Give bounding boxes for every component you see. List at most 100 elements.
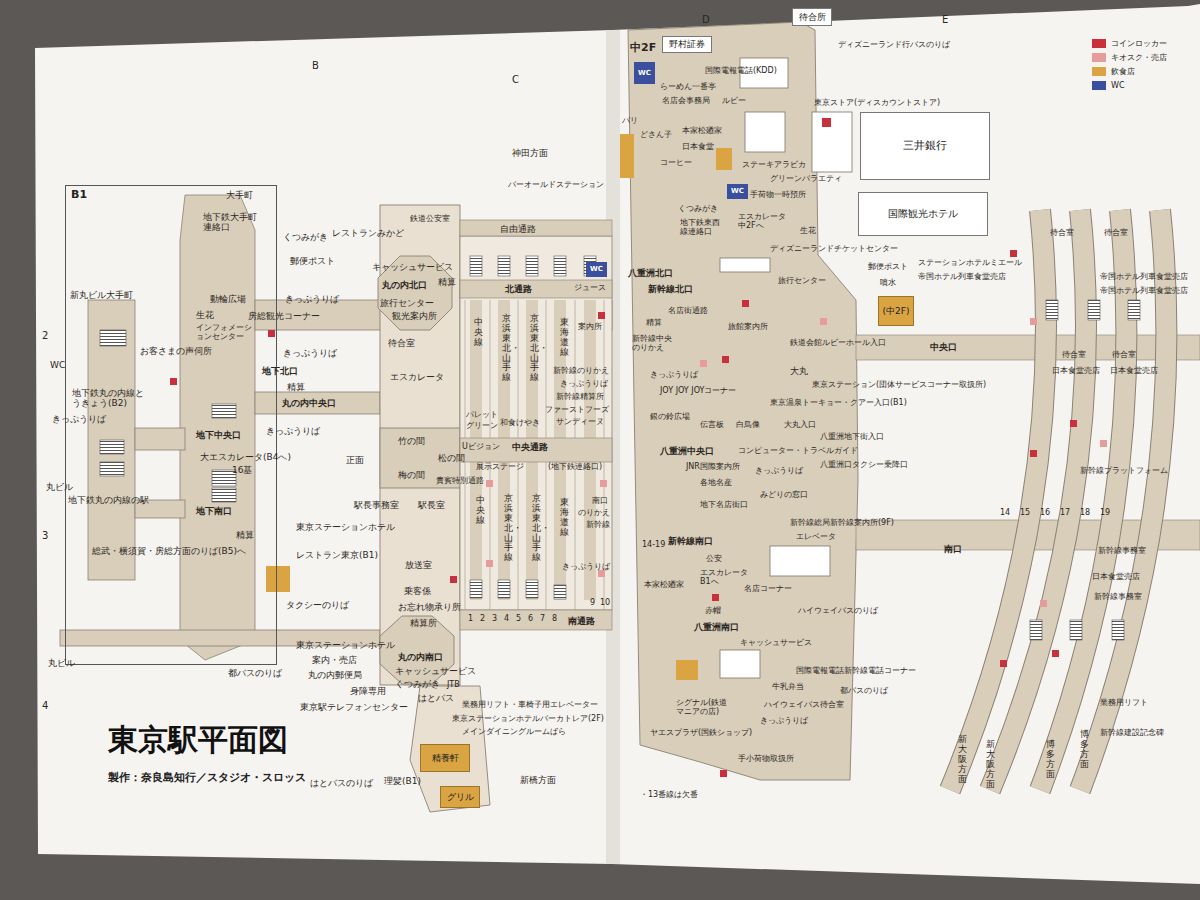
platform-area: [460, 610, 612, 630]
legend-swatch: [1092, 39, 1106, 48]
place-label: エスカレータ中2Fへ: [738, 212, 788, 230]
platform-area: [460, 236, 612, 610]
box-text: 精養軒: [432, 753, 459, 763]
place-label: 旅行センター: [380, 298, 434, 308]
legend-box: コインロッカーキオスク・売店飲食店WC: [1092, 36, 1167, 92]
place-label: 精算所: [410, 618, 437, 628]
wc-box: WC: [727, 184, 748, 199]
place-label: 業務用リフト・車椅子用エレベーター: [462, 700, 598, 709]
place-label: インフォメーションセンター: [196, 323, 252, 341]
place-label: 八重洲南口: [694, 622, 739, 632]
platform-area: [460, 438, 612, 462]
place-label: ハイウェイバス待合室: [764, 700, 844, 709]
place-label: 地下北口: [262, 366, 298, 376]
place-label: きっぷうりば: [562, 562, 610, 571]
booklet-page: [35, 4, 1200, 884]
place-label: 伝言板: [700, 420, 724, 429]
staircase: [498, 580, 510, 598]
place-label: 郵便ポスト: [290, 256, 335, 266]
place-label: 東京ステーションホテル: [296, 640, 395, 650]
place-label: ・13番線は欠番: [640, 790, 698, 799]
underground-passage: [135, 428, 185, 450]
place-label: 業務用リフト: [1100, 698, 1148, 707]
place-label: 丸の内郵便局: [308, 670, 362, 680]
place-label: 丸の内北口: [382, 280, 427, 290]
shinkansen-platform: [950, 210, 1166, 790]
place-label: 噴水: [880, 278, 896, 287]
place-label: きっぷうりば: [755, 466, 803, 475]
place-label: 案内所: [578, 322, 602, 331]
kiosk-mark: [820, 318, 827, 325]
place-label: 中央口: [930, 342, 957, 352]
place-label: 精算: [438, 277, 456, 287]
place-label: くつみがき: [678, 204, 718, 213]
place-label: 地下鉄丸の内線の駅: [68, 495, 149, 505]
place-label: 地下名店街口: [700, 500, 748, 509]
restaurant-mark: [620, 134, 634, 178]
place-label: 14: [1000, 508, 1010, 517]
place-label: みどりの窓口: [760, 490, 808, 499]
platform-area: [460, 220, 612, 236]
place-label: 新幹線プラットフォーム: [1080, 466, 1168, 475]
place-label: 17: [1060, 508, 1070, 517]
place-label: 大丸入口: [784, 420, 816, 429]
place-label: 都バスのりば: [840, 686, 888, 695]
coin-locker-mark: [1030, 450, 1037, 457]
legend-text: コインロッカー: [1111, 38, 1167, 49]
place-label: 鉄道会館ルビーホール入口: [790, 338, 886, 347]
yaesu-building: [745, 112, 785, 152]
place-label: ハイウェイバスのりば: [798, 606, 878, 615]
place-label: 2: [480, 614, 485, 623]
place-label: 観光案内所: [392, 311, 437, 321]
place-label: 理髪(B1): [384, 776, 421, 786]
place-label: 16基: [232, 465, 252, 475]
coin-locker-mark: [170, 118, 1077, 777]
place-label: レストラン東京(B1): [296, 550, 378, 560]
restaurant-box: 精養軒: [420, 744, 470, 772]
platform-label: 東海道線: [560, 318, 569, 358]
platform-area: [460, 280, 612, 298]
platform-label: 新大阪方面: [986, 740, 995, 789]
place-label: 南通路: [568, 616, 595, 626]
place-label: 北通路: [505, 284, 532, 294]
staircase: [526, 580, 538, 598]
place-label: 9: [590, 598, 595, 607]
place-label: キャッシュサービス: [740, 638, 812, 647]
coin-locker-mark: [1010, 250, 1017, 257]
place-label: C: [512, 74, 519, 86]
place-label: 正面: [346, 455, 364, 465]
coin-locker-mark: [722, 356, 729, 363]
place-label: 精算: [236, 530, 254, 540]
platform-label: 中央線: [474, 318, 483, 348]
staircase: [498, 256, 510, 276]
place-label: 日本食堂: [682, 142, 714, 151]
place-label: メインダイニングルームばら: [462, 727, 566, 736]
place-label: 待合室: [1112, 350, 1136, 359]
box-text: B1: [71, 189, 87, 202]
place-label: 6: [528, 614, 533, 623]
place-label: 待合室: [1050, 228, 1074, 237]
place-label: きっぷうりば: [650, 370, 698, 379]
kiosk-mark: [486, 318, 1107, 607]
place-label: 8: [552, 614, 557, 623]
place-label: 南口: [944, 544, 962, 554]
place-label: 名店街通路: [668, 306, 708, 315]
place-label: 日本食堂売店: [1092, 572, 1140, 581]
box-text: WC: [731, 187, 744, 195]
staircase: [212, 404, 236, 418]
underground-passage: [60, 195, 612, 660]
place-label: 待合室: [1104, 228, 1128, 237]
place-label: コンピューター・トラベルガイド: [738, 446, 858, 455]
place-label: 公安: [706, 554, 722, 563]
place-label: WC: [50, 360, 65, 370]
place-label: キャッシュサービス: [372, 262, 453, 272]
place-label: 日本食堂売店: [1110, 366, 1158, 375]
place-label: 手荷物一時預所: [750, 190, 806, 199]
place-label: お客さまの声伺所: [140, 346, 212, 356]
place-label: ディズニーランドチケットセンター: [770, 244, 898, 253]
coin-locker-mark: [170, 378, 177, 385]
place-label: 丸ビル: [46, 482, 73, 492]
place-label: 地下中央口: [196, 430, 241, 440]
